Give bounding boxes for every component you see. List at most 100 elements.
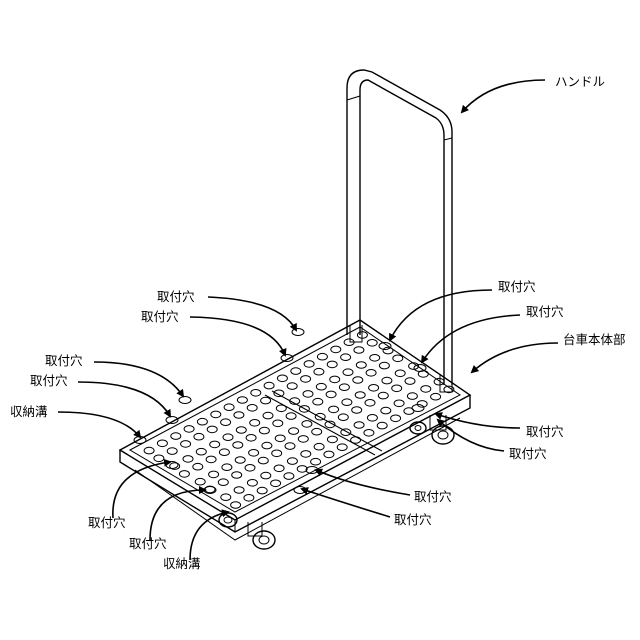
deck-hole <box>157 440 167 447</box>
deck-hole <box>369 385 379 392</box>
deck-hole <box>264 382 274 389</box>
deck-hole <box>327 436 337 443</box>
deck-hole <box>338 414 348 421</box>
deck-hole <box>317 353 327 360</box>
deck-hole <box>327 361 337 368</box>
deck-hole <box>297 466 307 473</box>
deck-hole <box>355 392 365 399</box>
deck-hole <box>337 444 347 451</box>
deck-hole <box>261 397 271 404</box>
deck-hole <box>352 407 362 414</box>
deck-hole <box>329 406 339 413</box>
label-hole-1: 取付穴 <box>157 289 195 304</box>
deck-hole <box>339 384 349 391</box>
deck-hole <box>210 441 220 448</box>
deck-hole <box>193 463 203 470</box>
deck-hole <box>249 450 259 457</box>
label-hole-9: 取付穴 <box>414 489 452 504</box>
deck-hole <box>181 441 191 448</box>
deck-hole <box>314 443 324 450</box>
leader-arrows <box>58 80 558 560</box>
deck-hole <box>233 442 243 449</box>
cart-handle <box>347 70 452 385</box>
deck-hole <box>392 385 402 392</box>
deck-hole <box>257 487 267 494</box>
deck-hole <box>341 429 351 436</box>
deck-hole <box>364 430 374 437</box>
deck-hole <box>224 404 234 411</box>
deck-hole <box>434 378 444 385</box>
deck-hole <box>377 422 387 429</box>
deck-hole <box>250 420 260 427</box>
deck-hole <box>316 383 326 390</box>
deck-hole <box>343 369 353 376</box>
deck-hole <box>381 407 391 414</box>
deck-hole <box>285 443 295 450</box>
deck-hole <box>395 370 405 377</box>
deck-hole <box>365 400 375 407</box>
deck-hole <box>287 458 297 465</box>
deck-hole <box>313 398 323 405</box>
deck-hole <box>367 340 377 347</box>
deck-hole <box>421 386 431 393</box>
deck-hole <box>235 457 245 464</box>
deck-hole <box>271 480 281 487</box>
deck-hole <box>272 450 282 457</box>
deck-hole <box>223 434 233 441</box>
deck-hole <box>221 419 231 426</box>
deck-hole <box>378 392 388 399</box>
deck-hole <box>206 456 216 463</box>
deck-hole <box>251 390 261 397</box>
deck-hole <box>144 447 154 454</box>
label-hole-6: 取付穴 <box>30 373 68 388</box>
deck-hole <box>284 473 294 480</box>
deck-hole <box>407 393 417 400</box>
deck-hole <box>207 426 217 433</box>
deck-hole <box>232 472 242 479</box>
deck-perforations <box>144 332 454 509</box>
deck-hole <box>237 397 247 404</box>
deck-hole <box>341 354 351 361</box>
label-groove-1: 収納溝 <box>10 404 48 419</box>
deck-hole <box>354 347 364 354</box>
deck-hole <box>262 442 272 449</box>
deck-hole <box>276 405 286 412</box>
deck-hole <box>324 451 334 458</box>
deck-hole <box>304 361 314 368</box>
deck-hole <box>315 413 325 420</box>
deck-hole <box>311 458 321 465</box>
deck-hole <box>314 368 324 375</box>
deck-hole <box>286 413 296 420</box>
deck-hole <box>382 377 392 384</box>
deck-hole <box>222 464 232 471</box>
label-hole-3: 取付穴 <box>498 279 536 294</box>
deck-hole <box>370 355 380 362</box>
deck-hole <box>167 448 177 455</box>
deck-hole <box>234 412 244 419</box>
deck-hole <box>221 494 231 501</box>
deck-hole <box>219 449 229 456</box>
label-body: 台車本体部 <box>563 332 626 347</box>
deck-hole <box>331 346 341 353</box>
label-hole-5: 取付穴 <box>45 353 83 368</box>
label-hole-12: 取付穴 <box>129 536 167 551</box>
deck-hole <box>184 426 194 433</box>
deck-hole <box>258 457 268 464</box>
label-groove-2: 収納溝 <box>163 556 201 571</box>
label-hole-7: 取付穴 <box>526 424 564 439</box>
deck-hole <box>379 362 389 369</box>
deck-hole <box>231 502 241 509</box>
deck-hole <box>154 455 164 462</box>
deck-hole <box>366 370 376 377</box>
deck-hole <box>351 437 361 444</box>
deck-hole <box>194 433 204 440</box>
deck-hole <box>312 428 322 435</box>
deck-hole <box>353 377 363 384</box>
deck-hole <box>302 421 312 428</box>
deck-hole <box>405 378 415 385</box>
deck-hole <box>196 448 206 455</box>
deck-hole <box>303 391 313 398</box>
deck-hole <box>326 391 336 398</box>
